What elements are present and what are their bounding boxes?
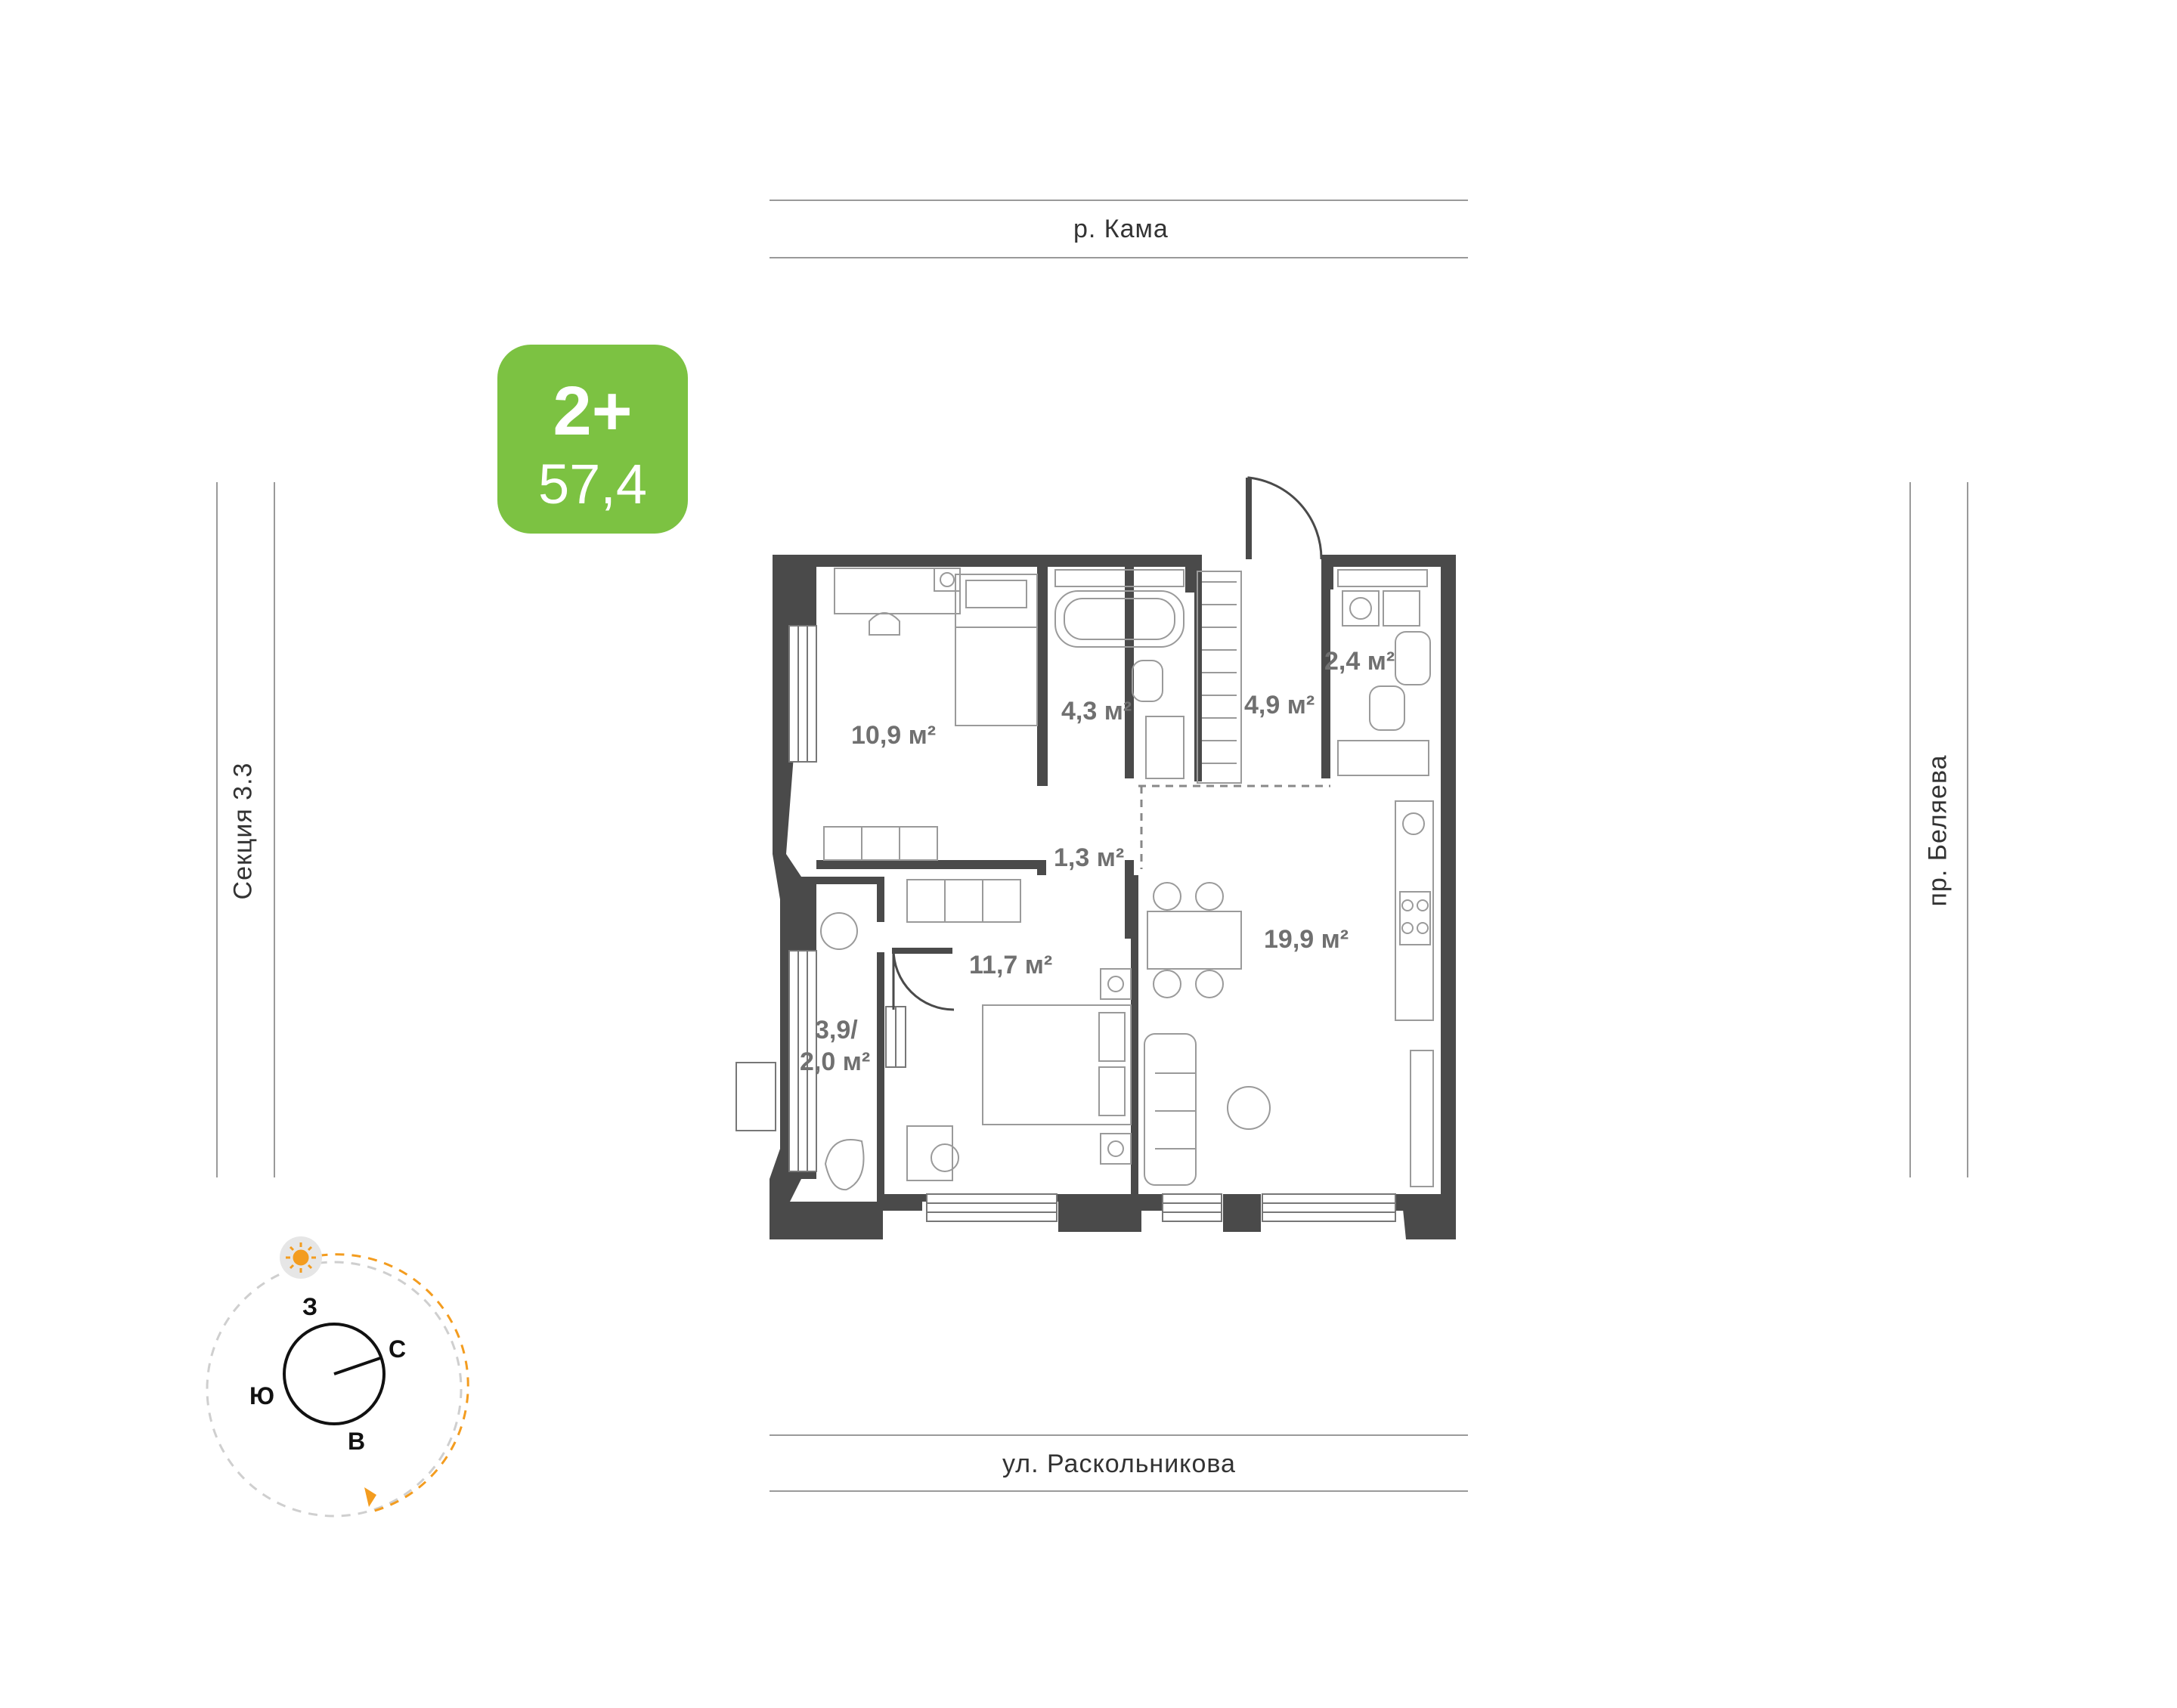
compass-west: З [302, 1293, 317, 1320]
walls [770, 555, 1456, 1239]
toilet [1132, 660, 1163, 702]
compass-dial [283, 1323, 386, 1425]
total-area: 57,4 [537, 453, 648, 515]
double-bed [982, 1004, 1132, 1125]
compass-needle [333, 1356, 383, 1375]
room-label-wc: 2,4 м² [1324, 647, 1395, 676]
wardrobe-2 [906, 879, 1021, 923]
room-label-loggia-line1: 3,9/ [815, 1016, 858, 1044]
room-label-bathroom: 4,3 м² [1061, 697, 1132, 726]
street-bottom-label: ул. Раскольникова [1002, 1450, 1236, 1478]
room-label-bedroom-1: 10,9 м² [851, 721, 936, 750]
rooms-count: 2+ [553, 373, 633, 450]
dining-table [1147, 911, 1242, 970]
room-label-hall: 4,9 м² [1244, 691, 1315, 719]
sofa [1144, 1033, 1197, 1186]
room-label-bedroom-2: 11,7 м² [969, 951, 1052, 979]
shelves [1337, 740, 1429, 776]
room-label-corridor: 1,3 м² [1054, 843, 1124, 872]
toilet-2 [1369, 685, 1405, 731]
room-label-kitchen-living: 19,9 м² [1264, 925, 1349, 954]
plant [820, 912, 858, 950]
sun-path-shadow [206, 1261, 463, 1518]
kitchen-counter [1395, 800, 1434, 1021]
compass-north: С [389, 1335, 406, 1363]
compass-south: Ю [249, 1382, 274, 1409]
sink-2 [1395, 631, 1431, 685]
loggia-chair [824, 1139, 865, 1191]
compass-east: В [348, 1428, 365, 1455]
stove [1399, 891, 1431, 945]
street-top-label: р. Кама [1073, 215, 1169, 243]
furniture [820, 568, 1434, 1191]
single-bed [955, 574, 1038, 726]
washer [1342, 590, 1380, 627]
coffee-table [1227, 1086, 1271, 1130]
hall-wardrobe [1197, 571, 1242, 784]
sink-1 [1145, 716, 1184, 779]
windows [735, 625, 1396, 1222]
room-labels: 10,9 м² 4,3 м² 4,9 м² 2,4 м² 1,3 м² 19,9… [800, 647, 1395, 1076]
room-label-loggia-line2: 2,0 м² [800, 1047, 870, 1076]
bathtub [1054, 590, 1184, 648]
compass: З С Ю В [206, 1236, 469, 1518]
doors [892, 476, 1330, 1011]
armchair [906, 1125, 953, 1181]
sun-icon [286, 1242, 316, 1273]
sun-path [302, 1253, 469, 1513]
apartment-badge: 2+ 57,4 [497, 345, 688, 534]
wardrobe-1 [823, 826, 938, 861]
fridge [1410, 1050, 1434, 1187]
